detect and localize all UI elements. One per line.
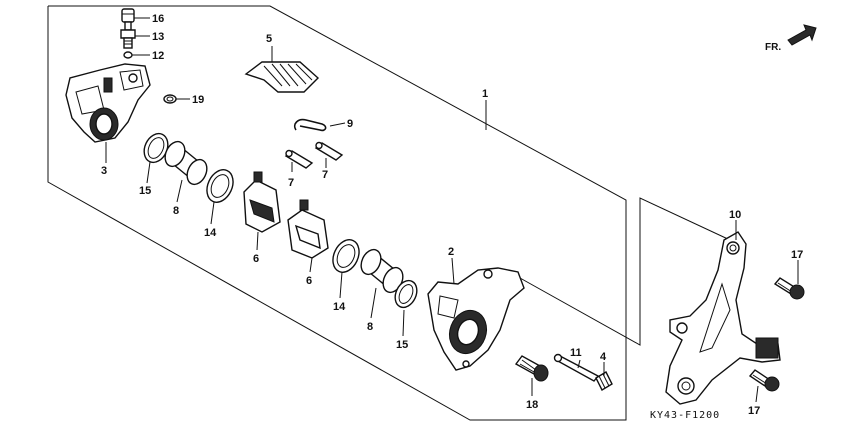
pad-pin-a [284,149,314,169]
label-3: 3 [101,165,107,177]
caliper-assembly-outline [47,5,627,421]
piston-seal-a [143,132,169,164]
flange-bolt-18 [514,355,549,382]
bleeder-valve [120,21,136,49]
label-7b: 7 [322,169,328,181]
label-16: 16 [152,13,164,25]
label-4: 4 [600,351,607,363]
label-2: 2 [448,246,454,258]
label-1: 1 [482,88,488,100]
piston-b [360,248,404,294]
caliper-bracket [665,231,781,405]
label-9: 9 [347,118,353,130]
small-seal [163,94,177,104]
flange-bolt-17-lower [748,369,780,392]
brake-pad-a [243,171,281,233]
label-8b: 8 [367,321,373,333]
label-15b: 15 [396,339,408,351]
caliper-body-a [65,63,151,143]
seal-washer [123,51,133,59]
label-15a: 15 [139,185,151,197]
flange-bolt-17-upper [773,277,805,300]
caliper-body-b [427,267,525,371]
pin-boot [595,371,613,391]
piston-seal-b [394,279,418,309]
label-14a: 14 [204,227,217,239]
bleed-cap [121,8,135,23]
direction-label: FR. [765,42,781,53]
leader-lines [105,17,799,403]
label-8a: 8 [173,205,179,217]
label-7a: 7 [288,177,294,189]
dust-seal-a [206,169,234,203]
label-13: 13 [152,31,164,43]
front-direction-arrow-icon [787,24,817,46]
part-labels: 16 13 12 19 5 1 9 7 7 3 15 8 14 6 6 14 8… [101,13,803,417]
label-14b: 14 [333,301,346,313]
piston-a [164,140,208,186]
label-6a: 6 [253,253,259,265]
label-17a: 17 [791,249,803,261]
diagram-code: KY43-F1200 [650,410,720,421]
label-11: 11 [570,347,582,359]
label-10: 10 [729,209,741,221]
label-18: 18 [526,399,538,411]
dust-seal-b [332,239,360,273]
bracket-outline [519,197,731,346]
label-17b: 17 [748,405,760,417]
pin-retainer-clip [293,118,327,132]
label-19: 19 [192,94,204,106]
brake-pad-b [287,199,329,259]
label-6b: 6 [306,275,312,287]
pad-pin-b [314,141,344,161]
label-12: 12 [152,50,164,62]
label-5: 5 [266,33,272,45]
pad-spring [244,61,320,93]
